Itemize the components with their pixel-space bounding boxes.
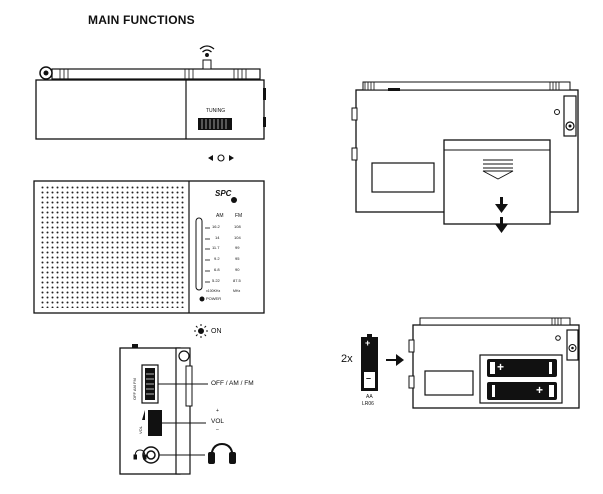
scale-am-1: 16.2 <box>212 224 220 229</box>
scale-am-3: 11.7 <box>212 245 220 250</box>
slide-down-arrow-icon <box>495 197 508 233</box>
slot2-plus: + <box>536 383 544 397</box>
battery-minus-sign: – <box>366 373 372 383</box>
scale-unit-am: x100KHz <box>206 289 221 293</box>
vol-label: VOL <box>211 418 225 425</box>
tuning-direction-icon <box>208 154 234 162</box>
radio-front-view <box>33 180 265 338</box>
label-plate <box>371 162 435 193</box>
tuning-label: TUNING <box>206 108 226 114</box>
brand-logo: SPC <box>215 189 232 198</box>
battery-type: AA <box>366 394 373 400</box>
volume-knob[interactable] <box>142 410 162 436</box>
slot1-plus: + <box>497 360 505 374</box>
scale-am-5: 6.8 <box>214 267 220 272</box>
scale-fm-3: 99 <box>235 245 240 250</box>
scale-fm-5: 90 <box>235 267 240 272</box>
power-indicator-icon <box>199 296 205 302</box>
battery-installation <box>361 317 580 409</box>
signal-icon <box>199 45 215 57</box>
brand-logo-icon <box>231 197 237 203</box>
band-switch[interactable] <box>141 364 159 404</box>
switch-label: OFF / AM / FM <box>211 380 254 387</box>
screw-icon <box>554 109 560 115</box>
battery-slot-1 <box>487 359 557 377</box>
radio-back-view <box>351 81 579 233</box>
scale-fm-2: 104 <box>234 235 241 240</box>
scale-fm-6: 87.5 <box>233 278 241 283</box>
page-title: MAIN FUNCTIONS <box>88 13 195 27</box>
band-header-am: AM <box>216 213 224 219</box>
speaker-grille <box>40 186 186 308</box>
battery-count: 2x <box>341 353 353 365</box>
side-headphone-icon <box>133 449 147 460</box>
battery-code: LR06 <box>362 401 374 407</box>
light-on-icon <box>194 324 208 338</box>
scale-fm-4: 95 <box>235 256 240 261</box>
headphone-icon <box>208 442 236 464</box>
insert-arrow-icon <box>386 354 404 366</box>
switch-side-text: OFF AM FM <box>132 378 137 400</box>
vol-plus: + <box>216 408 219 414</box>
battery-plus-sign: + <box>365 338 371 348</box>
radio-top-view <box>35 45 266 162</box>
band-header-fm: FM <box>235 213 243 219</box>
tuning-dial-slot <box>195 217 203 291</box>
vol-side-text: VOL <box>138 425 143 434</box>
radio-side-view <box>119 344 236 475</box>
vol-minus: – <box>216 427 219 433</box>
antenna-hinge-2 <box>566 329 579 361</box>
scale-unit-fm: MHz <box>233 289 241 293</box>
scale-am-4: 9.2 <box>214 256 220 261</box>
scale-am-2: 14 <box>215 235 220 240</box>
battery-cover[interactable] <box>443 139 551 225</box>
antenna <box>39 59 261 80</box>
antenna-hinge <box>563 95 577 137</box>
power-label: POWER <box>206 296 222 301</box>
on-label: ON <box>211 328 222 335</box>
scale-am-6: 5.22 <box>212 278 220 283</box>
scale-fm-1: 108 <box>234 224 241 229</box>
tuning-wheel[interactable] <box>198 118 232 130</box>
aa-battery-icon <box>361 334 378 391</box>
battery-slot-2 <box>487 382 557 400</box>
